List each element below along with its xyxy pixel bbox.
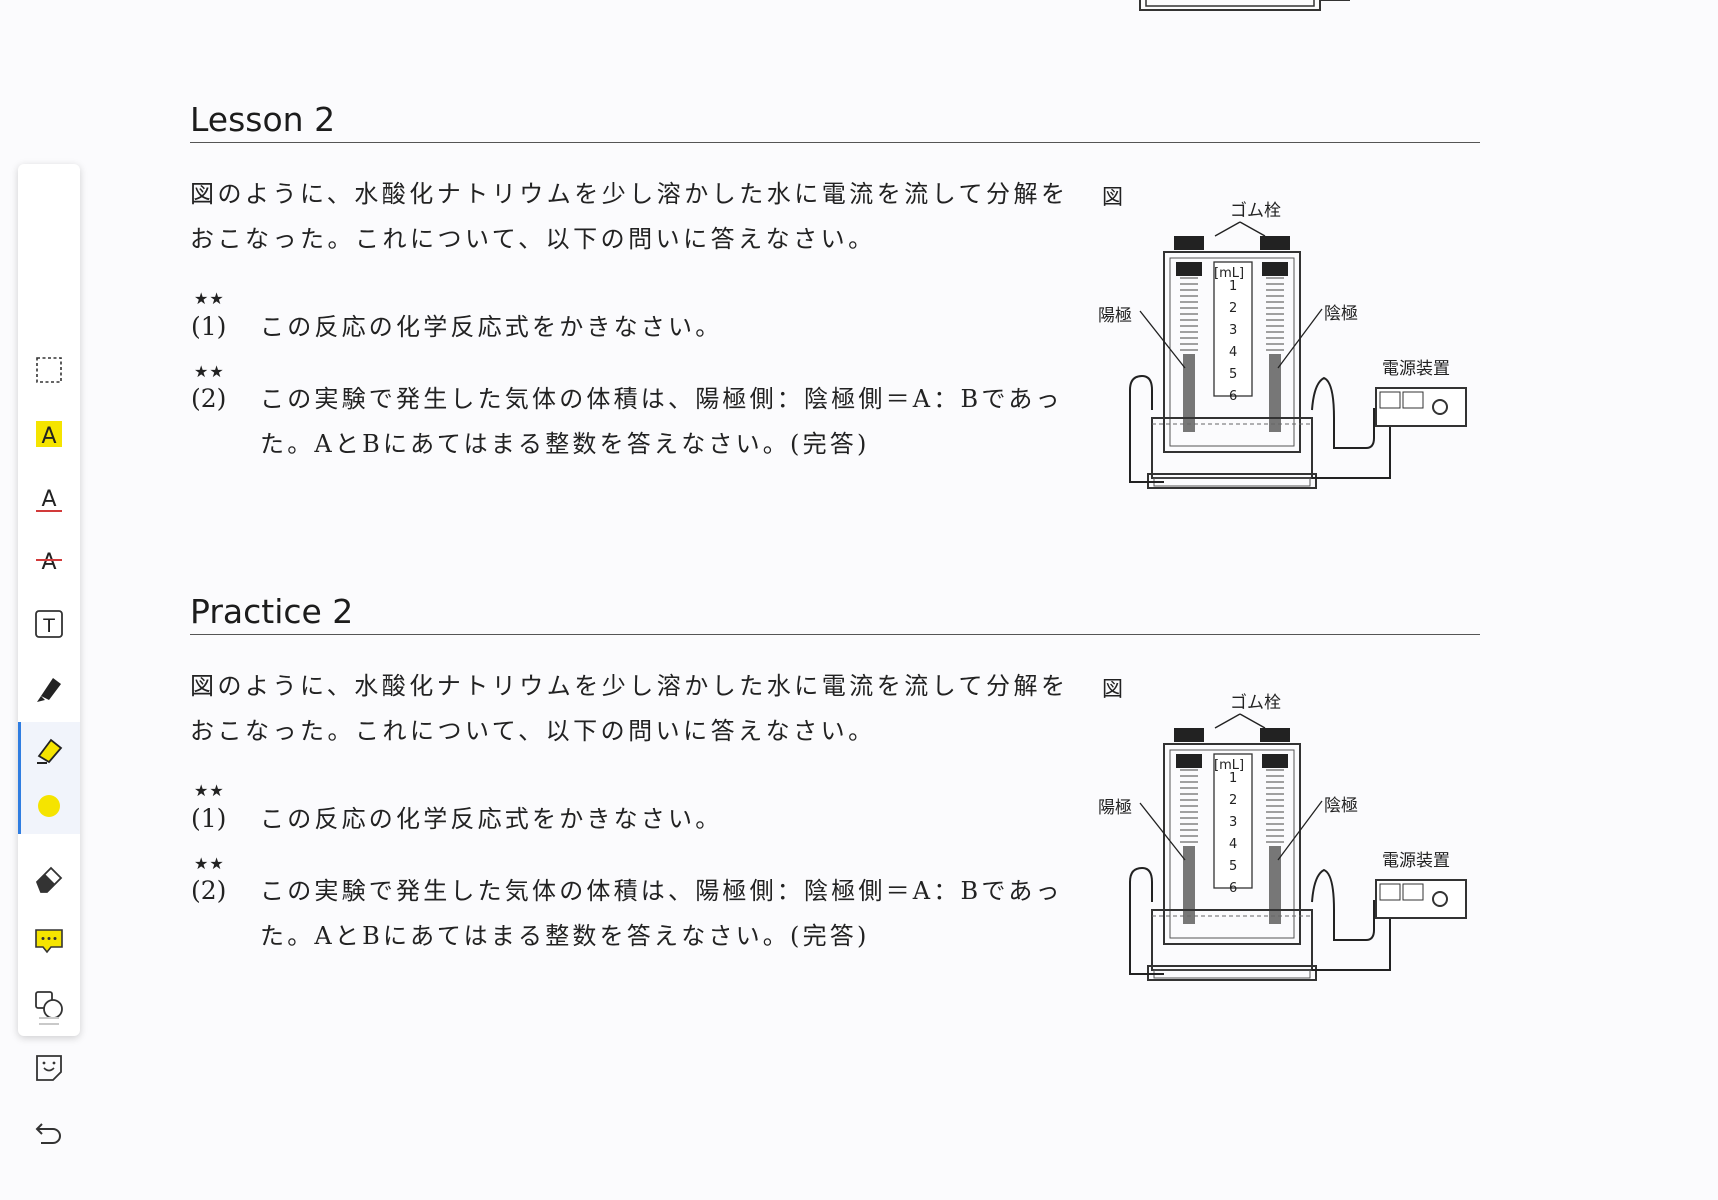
stopper-label: ゴム栓 xyxy=(1230,692,1281,713)
question-number: (1) xyxy=(191,804,227,833)
question-number: (1) xyxy=(191,312,227,341)
question-number: (2) xyxy=(191,876,227,905)
sticker-tool[interactable] xyxy=(18,1040,80,1096)
svg-text:A: A xyxy=(41,424,56,449)
difficulty-stars: ★★ xyxy=(194,289,225,308)
strikethrough-text-tool[interactable]: A xyxy=(18,532,80,588)
scale-unit: [mL] xyxy=(1214,758,1244,773)
svg-text:A: A xyxy=(41,487,56,512)
svg-text:4: 4 xyxy=(1229,345,1237,360)
anode-label: 陽極 xyxy=(1098,306,1132,326)
svg-text:4: 4 xyxy=(1229,837,1237,852)
scale-unit: [mL] xyxy=(1214,266,1244,281)
svg-text:1: 1 xyxy=(1229,771,1237,786)
cathode-label: 陰極 xyxy=(1324,796,1358,816)
annotation-toolbar: A A A T xyxy=(18,164,80,1144)
svg-text:T: T xyxy=(42,615,55,637)
svg-text:5: 5 xyxy=(1229,367,1237,382)
svg-text:6: 6 xyxy=(1229,389,1237,404)
power-label: 電源装置 xyxy=(1382,359,1450,379)
highlighter-tool[interactable] xyxy=(18,722,80,778)
question-intro: 図のように、水酸化ナトリウムを少し溶かした水に電流を流して分解をおこなった。これ… xyxy=(190,672,1069,745)
electrolysis-figure: 図 ゴム栓 陽極 陰極 電源装置 [mL] 1 2 3 4 5 6 xyxy=(1098,677,1467,981)
underline-a-icon: A xyxy=(36,487,62,512)
sticker-icon xyxy=(36,1055,62,1081)
question-text: この実験で発生した気体の体積は、陽極側：陰極側＝A：Bであった。AとBにあてはま… xyxy=(260,877,1063,950)
svg-text:2: 2 xyxy=(1229,793,1237,808)
highlight-a-icon: A xyxy=(36,421,62,449)
section-rule xyxy=(190,142,1480,143)
cathode-label: 陰極 xyxy=(1324,304,1358,324)
eraser-icon xyxy=(35,866,63,893)
eraser-tool[interactable] xyxy=(18,850,80,906)
highlighter-icon xyxy=(37,738,63,764)
text-box-icon: T xyxy=(35,610,63,638)
anode-label: 陽極 xyxy=(1098,798,1132,818)
undo-button[interactable] xyxy=(18,1104,80,1160)
toolbar-drag-handle[interactable] xyxy=(39,1017,59,1025)
previous-figure-fragment xyxy=(1139,0,1350,11)
text-box-tool[interactable]: T xyxy=(18,596,80,652)
difficulty-stars: ★★ xyxy=(194,781,225,800)
question-number: (2) xyxy=(191,384,227,413)
figure-label: 図 xyxy=(1102,185,1123,209)
svg-text:3: 3 xyxy=(1229,323,1237,338)
undo-icon xyxy=(35,1123,61,1144)
pen-icon xyxy=(37,678,61,702)
question-text: この反応の化学反応式をかきなさい。 xyxy=(260,805,723,833)
figure-label: 図 xyxy=(1102,677,1123,701)
question-text: この反応の化学反応式をかきなさい。 xyxy=(260,313,723,341)
section-rule xyxy=(190,634,1480,635)
question-intro: 図のように、水酸化ナトリウムを少し溶かした水に電流を流して分解をおこなった。これ… xyxy=(190,180,1069,253)
section-title: Practice 2 xyxy=(190,592,354,631)
svg-text:3: 3 xyxy=(1229,815,1237,830)
difficulty-stars: ★★ xyxy=(194,362,225,381)
highlight-text-tool[interactable]: A xyxy=(18,406,80,462)
underline-text-tool[interactable]: A xyxy=(18,470,80,526)
pen-tool[interactable] xyxy=(18,660,80,716)
stopper-label: ゴム栓 xyxy=(1230,200,1281,221)
svg-text:5: 5 xyxy=(1229,859,1237,874)
comment-tool[interactable] xyxy=(18,912,80,968)
svg-text:A: A xyxy=(41,550,56,575)
select-area-tool[interactable] xyxy=(18,342,80,398)
power-label: 電源装置 xyxy=(1382,851,1450,871)
color-picker[interactable] xyxy=(18,778,80,834)
section-title: Lesson 2 xyxy=(190,100,336,139)
electrolysis-figure: 図 ゴム栓 陽極 陰極 電源装置 [mL] 1 2 3 4 5 6 xyxy=(1098,185,1467,489)
svg-text:2: 2 xyxy=(1229,301,1237,316)
comment-icon xyxy=(35,929,63,954)
svg-text:1: 1 xyxy=(1229,279,1237,294)
strike-a-icon: A xyxy=(36,550,62,575)
dashed-rect-icon xyxy=(36,357,62,383)
difficulty-stars: ★★ xyxy=(194,854,225,873)
question-text: この実験で発生した気体の体積は、陽極側：陰極側＝A：Bであった。AとBにあてはま… xyxy=(260,385,1063,458)
color-dot-icon xyxy=(38,795,60,817)
svg-text:6: 6 xyxy=(1229,881,1237,896)
